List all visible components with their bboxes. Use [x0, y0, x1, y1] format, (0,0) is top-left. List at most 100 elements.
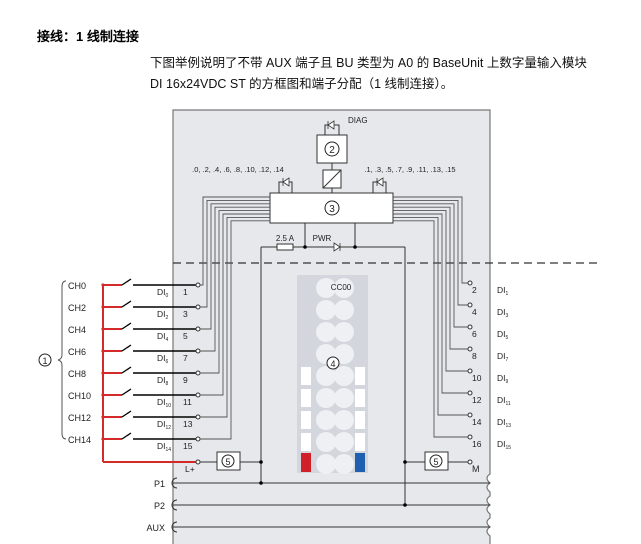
terminal: [467, 434, 473, 440]
di-label: DI13: [497, 417, 511, 429]
terminal: [467, 280, 473, 286]
description-line-1: 下图举例说明了不带 AUX 端子且 BU 类型为 A0 的 BaseUnit 上…: [150, 56, 587, 70]
switch-icon: [121, 388, 132, 396]
terminal: [195, 392, 201, 398]
fuse-icon: [276, 243, 294, 251]
channel-label: CH2: [68, 303, 86, 313]
di-label: DI15: [497, 439, 511, 451]
aux-label: AUX: [146, 523, 165, 533]
terminal-number: 9: [183, 375, 188, 385]
switch-icon: [121, 432, 132, 440]
channel-label: CH14: [68, 435, 91, 445]
terminal-number: 5: [183, 331, 188, 341]
terminal-hole: [334, 388, 354, 408]
terminal: [195, 304, 201, 310]
channel-label: CH0: [68, 281, 86, 291]
terminal: [195, 348, 201, 354]
diag-label: DIAG: [348, 116, 368, 125]
terminal-number: 13: [183, 419, 193, 429]
even-channel-leds-label: .0, .2, .4, .6, .8, .10, .12, .14: [192, 165, 284, 174]
terminal: [195, 414, 201, 420]
description: 下图举例说明了不带 AUX 端子且 BU 类型为 A0 的 BaseUnit 上…: [150, 53, 620, 95]
terminal: [467, 324, 473, 330]
l-plus-label: L+: [185, 464, 195, 474]
terminal-number: 12: [472, 395, 482, 405]
odd-led-icon: [376, 177, 384, 187]
terminal-number: 11: [183, 397, 192, 407]
di-label: DI6: [157, 353, 169, 365]
di-label: DI7: [497, 351, 509, 363]
terminal-number: 2: [472, 285, 477, 295]
callout-2: 2: [329, 145, 335, 156]
terminal: [195, 370, 201, 376]
di-label: DI10: [157, 397, 171, 409]
diag-led-icon: [327, 120, 335, 130]
protection-block-left: [216, 451, 241, 471]
terminal-hole: [334, 366, 354, 386]
terminal-hole: [316, 278, 336, 298]
terminal: [467, 302, 473, 308]
callout-4: 4: [330, 359, 335, 369]
terminal-hole: [316, 410, 336, 430]
odd-channel-leds-label: .1, .3, .5, .7, .9, .11, .13, .15: [364, 165, 455, 174]
blue-potential-marker: [355, 453, 365, 472]
callout-5-left: 5: [225, 457, 230, 467]
terminal: [467, 412, 473, 418]
right-channel-di13: 14 DI13: [393, 216, 511, 429]
di-label: DI5: [497, 329, 509, 341]
switch-icon: [121, 278, 132, 286]
terminal-number: 16: [472, 439, 482, 449]
terminal: [467, 346, 473, 352]
channel-label: CH6: [68, 347, 86, 357]
di-label: DI3: [497, 307, 509, 319]
terminal-hole: [316, 366, 336, 386]
terminal: [195, 326, 201, 332]
switch-icon: [121, 322, 132, 330]
protection-block-right: [424, 451, 449, 471]
terminal-hole: [334, 454, 354, 474]
terminal-number: 7: [183, 353, 188, 363]
input-block: [269, 192, 394, 224]
terminal-hole: [316, 432, 336, 452]
terminal-number: 10: [472, 373, 482, 383]
di-label: DI0: [157, 287, 169, 299]
callout-3: 3: [329, 204, 335, 215]
switch-icon: [121, 300, 132, 308]
terminal-hole: [334, 432, 354, 452]
even-led-icon: [282, 177, 290, 187]
terminal-number: 15: [183, 441, 193, 451]
terminal-hole: [316, 300, 336, 320]
channel-label: CH4: [68, 325, 86, 335]
terminal-hole: [316, 322, 336, 342]
pwr-led-icon: [333, 242, 341, 252]
di-label: DI12: [157, 419, 171, 431]
switch-icon: [121, 410, 132, 418]
terminal-number: 8: [472, 351, 477, 361]
terminal-hole: [316, 454, 336, 474]
terminal-hole: [316, 388, 336, 408]
channel-label: CH12: [68, 413, 91, 423]
terminal: [467, 390, 473, 396]
description-line-2: DI 16x24VDC ST 的方框图和端子分配（1 线制连接）。: [150, 77, 454, 91]
terminal: [195, 282, 201, 288]
right-channel-di15: 16 DI15: [393, 220, 511, 451]
section-heading: 接线：1 线制连接: [37, 29, 139, 44]
terminal-number: 14: [472, 417, 482, 427]
terminal-number: 4: [472, 307, 477, 317]
di-label: DI14: [157, 441, 171, 453]
channel-label: CH8: [68, 369, 86, 379]
di-label: DI8: [157, 375, 169, 387]
color-code-label: CC00: [331, 283, 352, 292]
callout-5-right: 5: [433, 457, 438, 467]
switch-icon: [121, 344, 132, 352]
